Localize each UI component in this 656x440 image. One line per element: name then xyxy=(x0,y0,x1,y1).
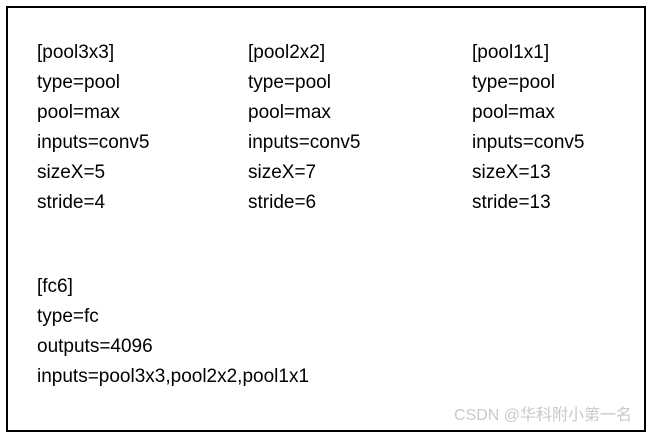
config-line-pool: pool=max xyxy=(37,102,120,123)
section-header-fc6: [fc6] xyxy=(37,276,73,297)
config-line-inputs: inputs=conv5 xyxy=(248,132,361,153)
config-line-sizex: sizeX=5 xyxy=(37,162,106,183)
config-line-stride: stride=6 xyxy=(248,192,317,213)
config-section-pool2x2: [pool2x2] type=pool pool=max inputs=conv… xyxy=(248,38,361,218)
config-line-sizex: sizeX=7 xyxy=(248,162,317,183)
config-line-sizex: sizeX=13 xyxy=(472,162,551,183)
csdn-watermark: CSDN @华科附小第一名 xyxy=(453,407,632,424)
config-line-inputs: inputs=conv5 xyxy=(472,132,585,153)
config-line-outputs: outputs=4096 xyxy=(37,336,153,357)
config-line-type: type=pool xyxy=(248,72,331,93)
config-line-type: type=pool xyxy=(472,72,555,93)
config-line-inputs: inputs=pool3x3,pool2x2,pool1x1 xyxy=(37,366,310,387)
config-panel: [pool3x3] type=pool pool=max inputs=conv… xyxy=(6,6,646,432)
config-section-pool1x1: [pool1x1] type=pool pool=max inputs=conv… xyxy=(472,38,585,218)
config-line-stride: stride=13 xyxy=(472,192,551,213)
config-line-type: type=pool xyxy=(37,72,120,93)
config-line-pool: pool=max xyxy=(472,102,555,123)
config-section-pool3x3: [pool3x3] type=pool pool=max inputs=conv… xyxy=(37,38,150,218)
section-header-pool3x3: [pool3x3] xyxy=(37,42,115,63)
config-line-pool: pool=max xyxy=(248,102,331,123)
section-header-pool2x2: [pool2x2] xyxy=(248,42,326,63)
config-line-type: type=fc xyxy=(37,306,99,327)
config-line-stride: stride=4 xyxy=(37,192,106,213)
config-panel-body: [pool3x3] type=pool pool=max inputs=conv… xyxy=(8,8,644,430)
config-line-inputs: inputs=conv5 xyxy=(37,132,150,153)
section-header-pool1x1: [pool1x1] xyxy=(472,42,550,63)
pool-sections-columns: [pool3x3] type=pool pool=max inputs=conv… xyxy=(8,38,644,224)
config-section-fc6: [fc6] type=fc outputs=4096 inputs=pool3x… xyxy=(37,272,309,392)
